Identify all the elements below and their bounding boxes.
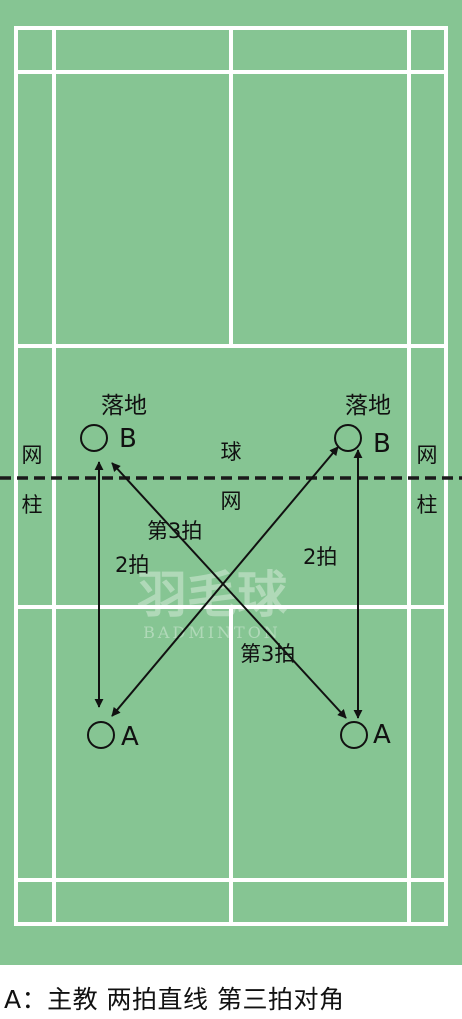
net-center-top-label: 球 (221, 440, 242, 464)
beat-label-2-right: 2拍 (303, 545, 337, 569)
net-post-left-bottom-label: 柱 (22, 493, 43, 517)
player-b-right-label: B (373, 429, 391, 459)
landing-label-right: 落地 (345, 393, 391, 419)
arrow-diagonal-left-b-to-right-a (111, 462, 347, 719)
net-post-left-top-label: 网 (22, 443, 43, 467)
net-center-bottom-label: 网 (221, 489, 242, 513)
movement-arrows (94, 446, 363, 719)
player-circle-icon (87, 721, 115, 749)
player-a-left-label: A (121, 722, 139, 752)
player-circle-icon (334, 424, 362, 452)
net-post-right-bottom-label: 柱 (417, 493, 438, 517)
players (80, 424, 368, 749)
beat-label-2-left: 2拍 (115, 553, 149, 577)
beat-label-3-upper: 第3拍 (147, 519, 202, 543)
net-post-right-top-label: 网 (417, 443, 438, 467)
player-a-right-label: A (373, 720, 391, 750)
player-b-left-label: B (119, 424, 137, 454)
player-circle-icon (340, 721, 368, 749)
badminton-court-diagram: 羽毛球 BADMINTON 网 柱 网 柱 球 网 落地 落地 B B A A … (0, 0, 462, 965)
diagram-caption: A：主教 两拍直线 第三拍对角 (4, 985, 345, 1014)
beat-label-3-lower: 第3拍 (240, 642, 295, 666)
player-circle-icon (80, 424, 108, 452)
landing-label-left: 落地 (101, 393, 147, 419)
